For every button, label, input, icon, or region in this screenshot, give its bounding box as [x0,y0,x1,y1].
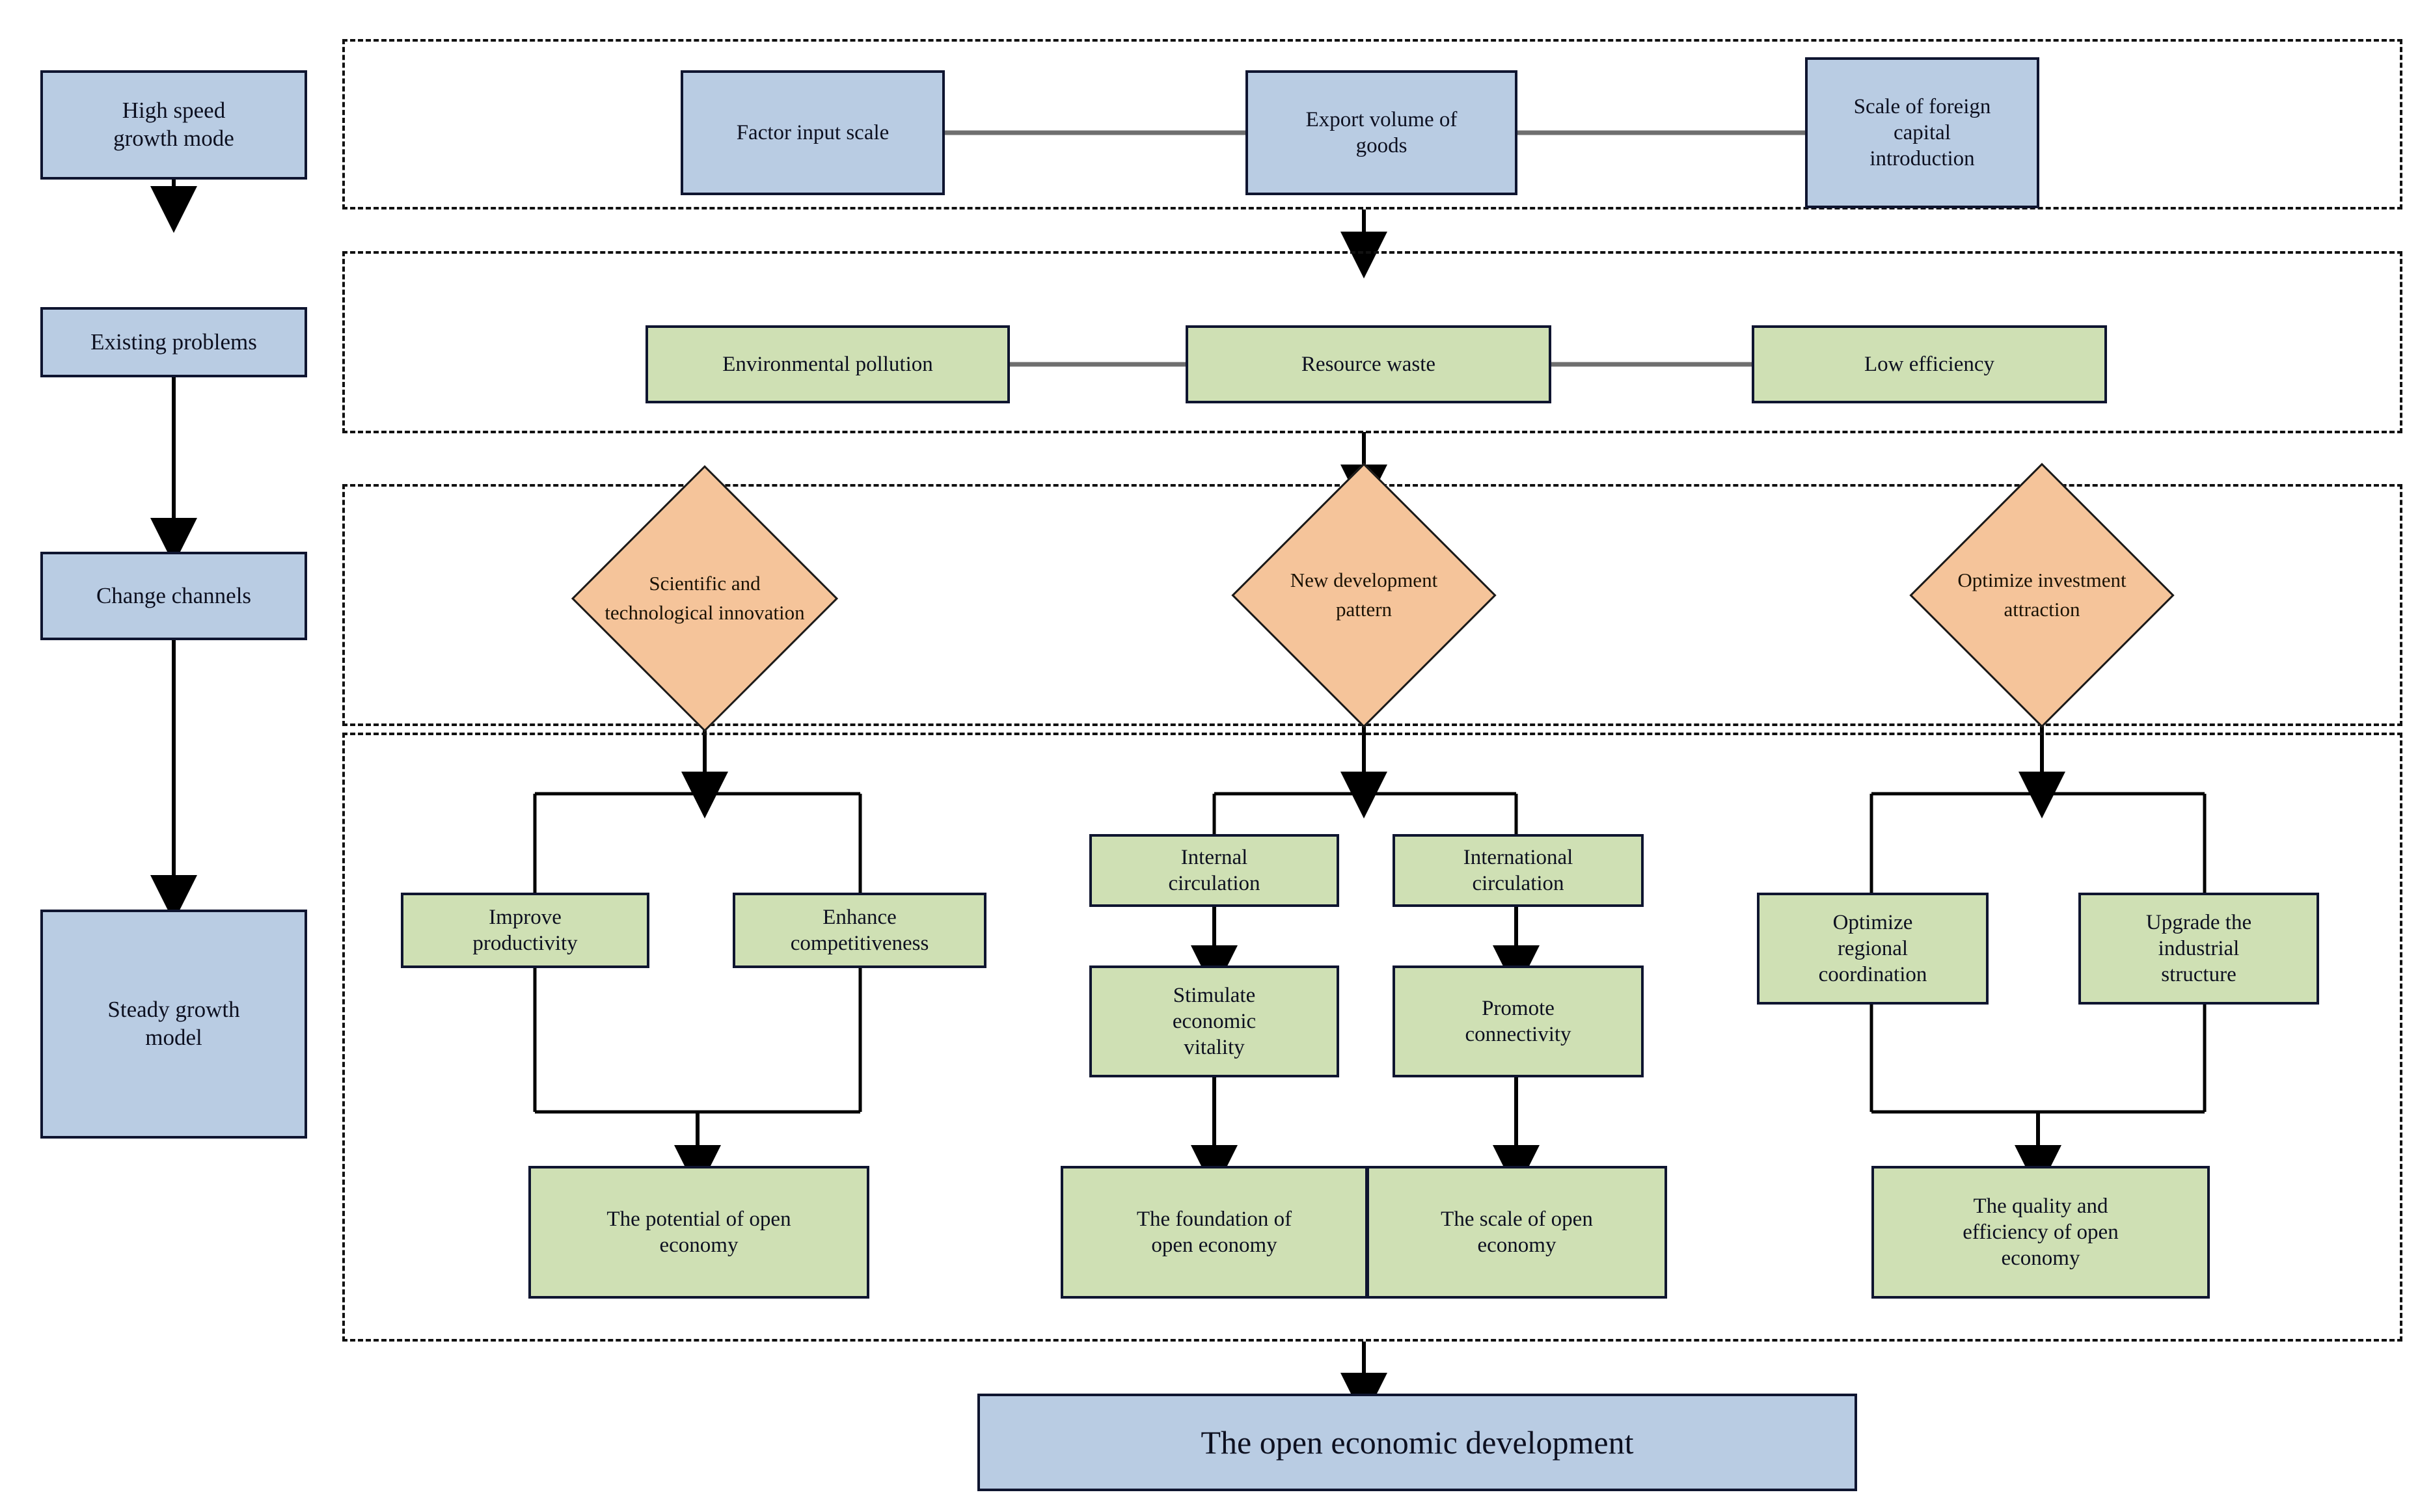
left-item-existing-problems[interactable]: Existing problems [40,307,307,377]
left-item-change-channels[interactable]: Change channels [40,552,307,640]
node-label: Low efficiency [1864,352,1995,376]
section-4-container [342,733,2402,1342]
section-1-container [342,39,2402,209]
node-low-efficiency[interactable]: Low efficiency [1752,325,2107,403]
node-label: Resource waste [1301,352,1436,376]
node-label: The open economic development [1201,1424,1634,1461]
node-resource-waste[interactable]: Resource waste [1186,325,1551,403]
node-environmental-pollution[interactable]: Environmental pollution [646,325,1010,403]
node-the-open-economic-development[interactable]: The open economic development [977,1394,1857,1491]
left-item-label: Existing problems [90,329,257,355]
section-2-container [342,251,2402,433]
node-label: Factor input scale [736,120,890,144]
node-label: Environmental pollution [722,352,933,376]
left-item-label: Change channels [96,582,252,608]
node-factor-input-scale[interactable]: Factor input scale [681,70,945,195]
